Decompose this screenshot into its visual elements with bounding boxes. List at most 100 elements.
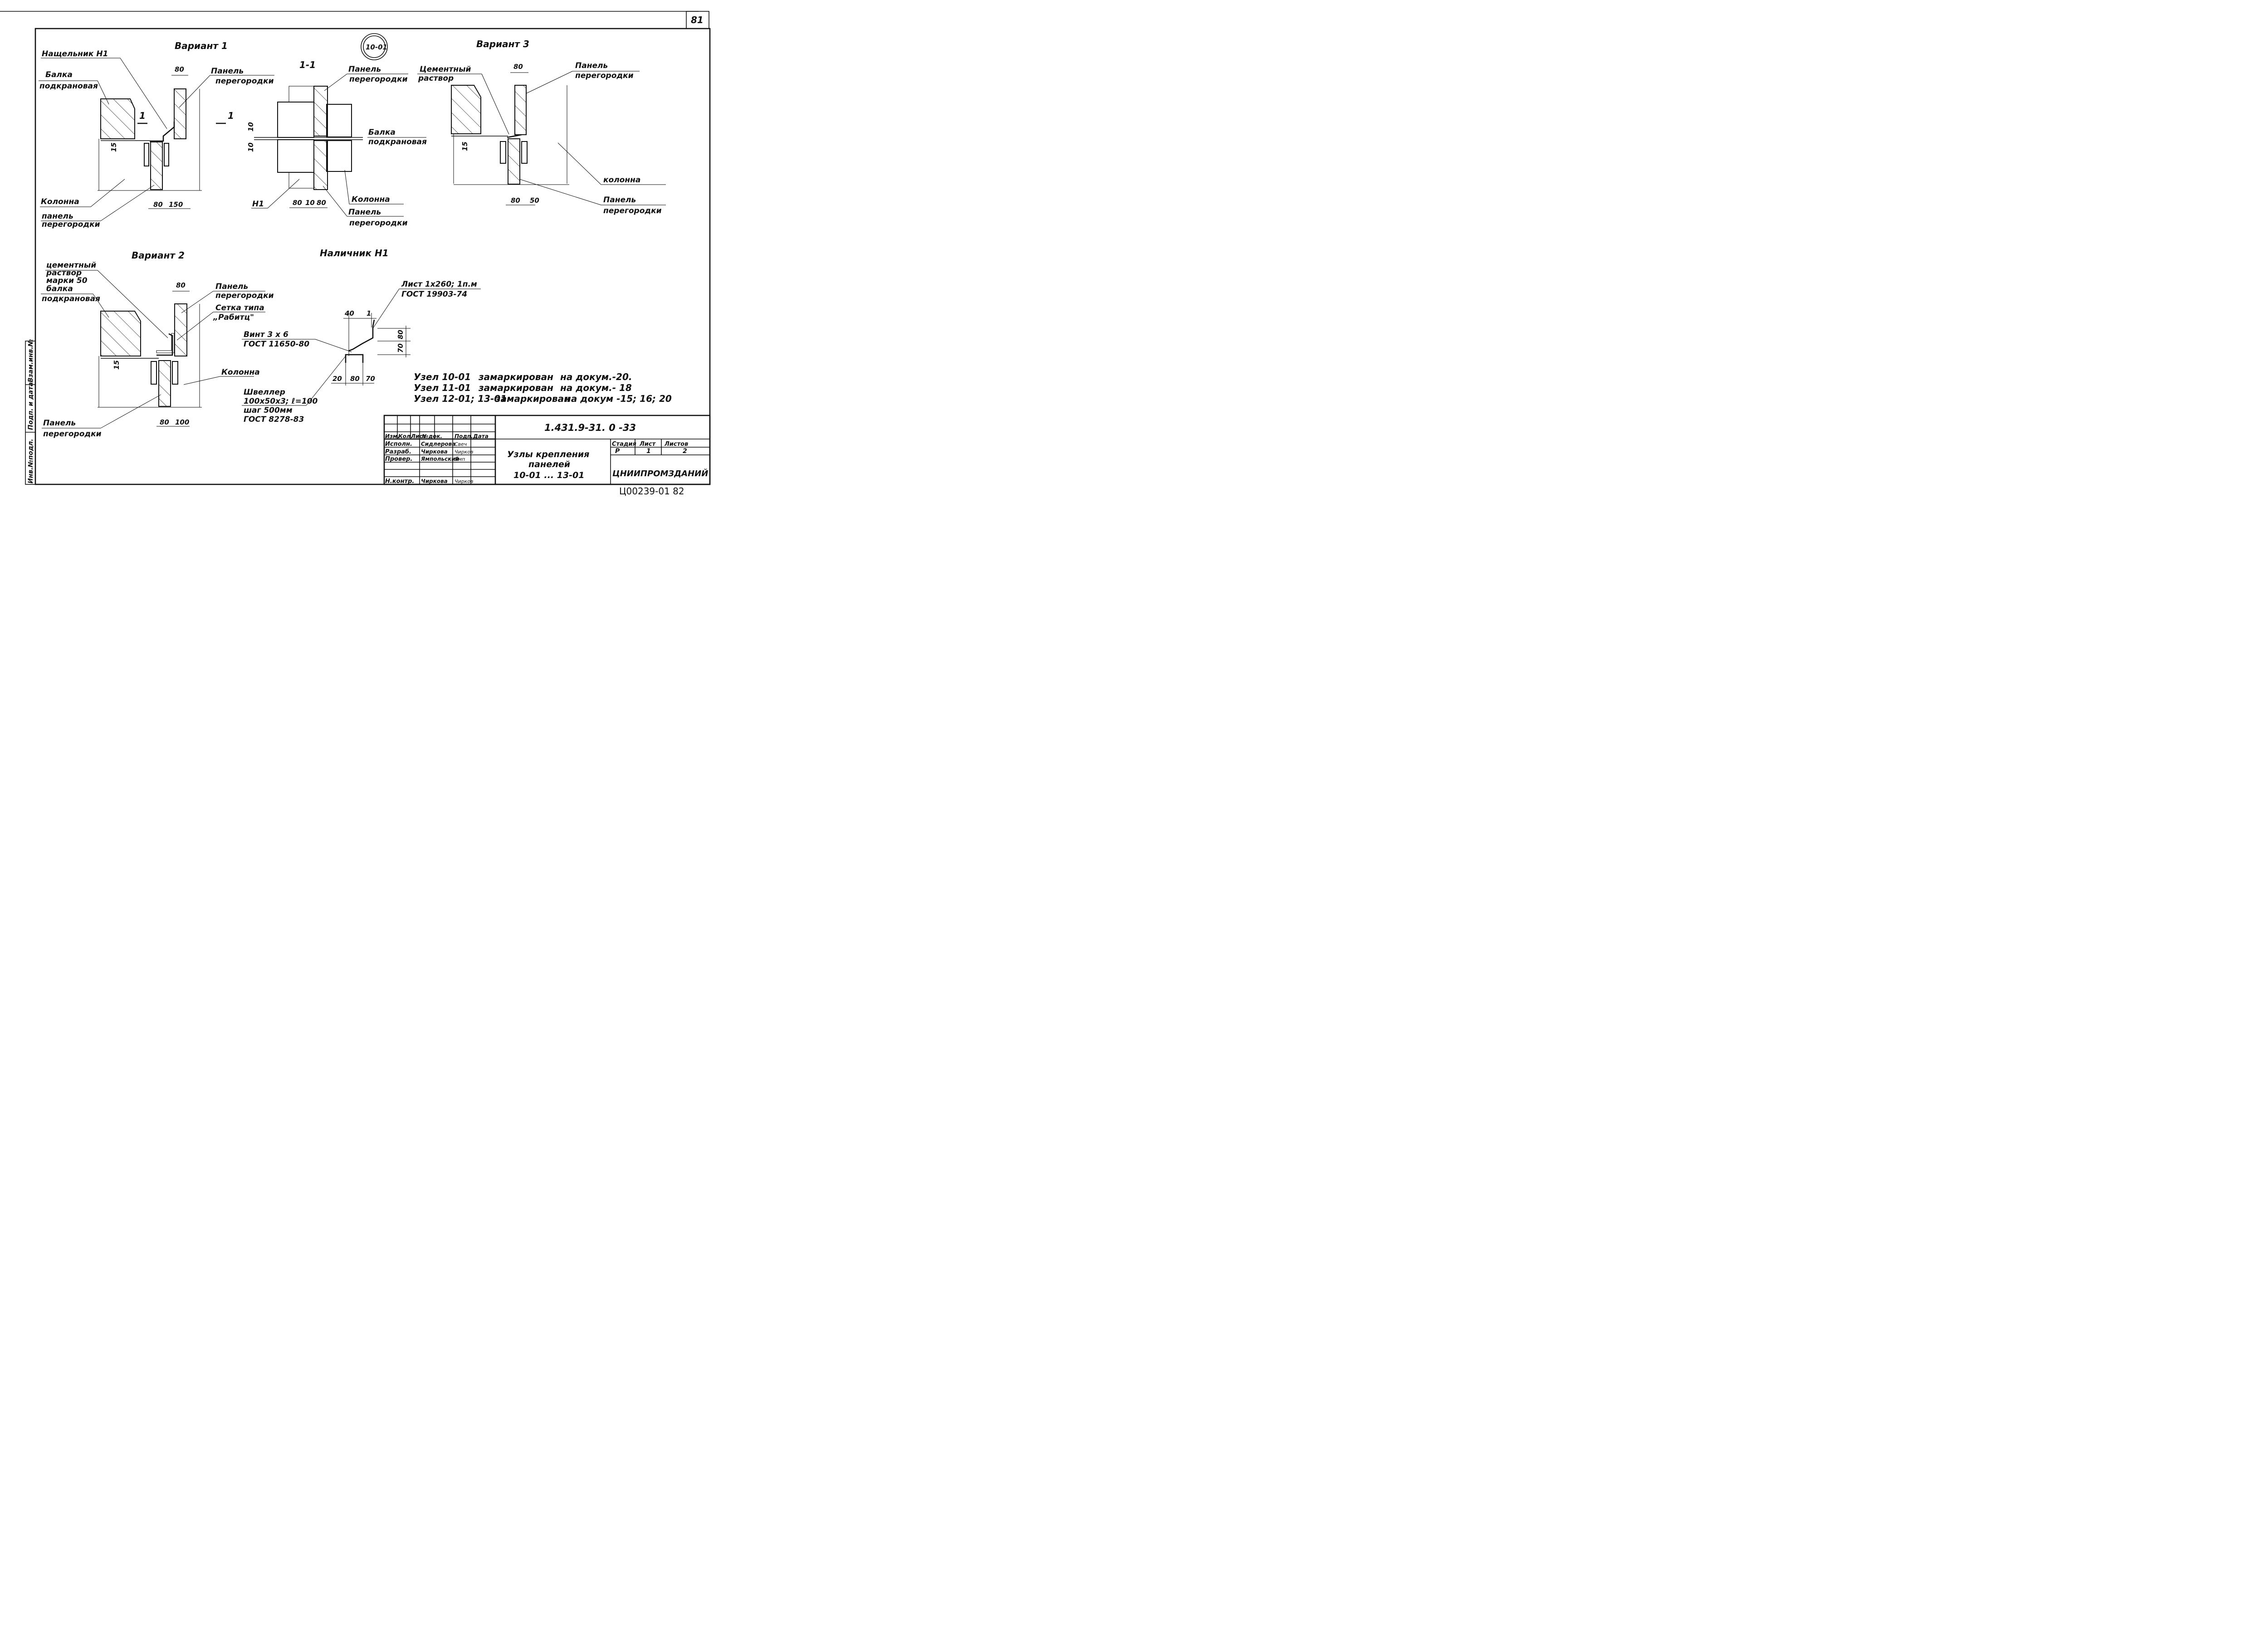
title-block-header-izm: Изм. [385,433,399,439]
variant3-detail: Вариант 3 Цементный раствор Панель перег… [417,39,666,215]
nalichnik-label-sheet: Лист 1х260; 1п.м [401,280,477,289]
variant2-dim-gap: 15 [112,360,121,370]
note-status-3: замаркирован [495,393,570,404]
variant2-label-panel-bottom2: перегородки [43,429,102,439]
side-stamp-inv: Инв.№подл. [27,439,34,483]
variant2-label-mortar3: марки 50 [46,276,88,285]
variant1-section-marker-left: 1 [139,110,146,121]
note-status-1: замаркирован [478,371,553,382]
variant3-label-mortar: Цементный [420,65,471,74]
title-block-name-line-2: панелей [528,459,570,469]
node-mark: 10-01 [361,33,388,60]
side-stamp-sign: Подп. и дата [27,382,34,430]
title-block-sign-2: Чирков [455,449,474,455]
title-block-header-kol: Кол. [398,433,412,439]
note-doc-2: на докум.- 18 [560,382,632,393]
nalichnik-dim-40: 40 [344,309,354,317]
node-mark-label: 10-01 [366,43,387,51]
section-label-column: Колонна [352,195,390,204]
variant1-label-beam2: подкрановая [39,82,98,91]
section-dim-10c: 10 [305,199,315,207]
note-node-1: Узел 10-01 [414,371,471,382]
section-label-panel2: перегородки [349,75,408,84]
nalichnik-detail: Наличник Н1 Лист 1х260; 1п.м ГОСТ 19903-… [242,248,481,424]
title-block-role-1: Исполн. [385,441,412,448]
nalichnik-dim-80v: 80 [396,330,405,339]
variant2-dim-panel: 80 [160,418,169,426]
note-status-2: замаркирован [478,382,553,393]
variant2-label-mesh2: „Рабитц" [213,313,254,322]
variant2-dim-top: 80 [176,281,186,289]
variant1-label-panel-bottom: панель [42,212,73,221]
variant3-title: Вариант 3 [476,39,529,49]
variant2-label-panel: Панель [215,282,248,291]
note-doc-1: на докум.-20. [560,371,632,382]
section-dim-10b: 10 [247,142,255,152]
nalichnik-title: Наличник Н1 [320,248,389,259]
title-block-org: ЦНИИПРОМЗДАНИЙ [612,469,708,478]
variant1-dim-top: 80 [175,65,184,73]
variant2-label-mesh: Сетка типа [215,303,264,312]
variant2-label-column: Колонна [221,368,260,377]
title-block-role-3: Провер. [385,456,412,463]
title-block-sign-4: Чирков [455,478,474,484]
section-label-panel: Панель [348,65,381,74]
variant2-label-panel-bottom: Панель [43,419,76,428]
title-block-sign-3: Ямп [454,456,465,462]
variant2-label-beam2: подкрановая [42,294,100,303]
nalichnik-dim-70v: 70 [396,343,405,353]
section-title: 1-1 [299,59,316,70]
title-block-header-sign: Подп. [455,433,473,439]
title-block-header-list: Лист [411,433,426,439]
title-block: 1.431.9-31. 0 -33 Изм. Кол. Лист №док. П… [383,415,711,485]
variant1-detail: Вариант 1 Нащельник Н1 Балка подкрановая… [39,40,274,229]
title-block-name-3: Ямпольский [420,456,459,462]
section-label-panel-bottom: Панель [348,208,381,217]
variant1-section-marker-right: 1 [228,110,234,121]
section-label-panel-bottom2: перегородки [349,219,408,228]
title-block-name-line-1: Узлы крепления [507,449,589,459]
variant3-label-mortar2: раствор [418,74,454,83]
nalichnik-dim-20: 20 [332,375,342,383]
nalichnik-dim-80h: 80 [350,375,360,383]
variant2-label-panel2: перегородки [215,291,274,300]
side-stamp: Инв.№подл. Подп. и дата Взам.инв.№ [25,339,36,485]
title-block-name-1: Сидлерова [421,441,455,447]
variant2-title: Вариант 2 [132,250,185,261]
variant3-dim-top: 80 [513,63,523,71]
variant2-label-beam: балка [46,284,73,293]
variant1-label-beam: Балка [45,70,73,79]
page-number: 81 [691,15,704,25]
nalichnik-label-screw-gost: ГОСТ 11650-80 [244,340,309,349]
title-block-sheets-label: Листов [664,441,688,448]
note-node-3: Узел 12-01; 13-01 [414,393,507,404]
nalichnik-label-channel-step: шаг 500мм [244,406,293,415]
variant1-dim-panel: 80 [153,200,163,209]
variant3-label-panel: Панель [575,61,608,70]
sheet-frame: 81 Ц00239-01 82 [0,11,711,497]
archive-stamp: Ц00239-01 82 [619,486,684,497]
variant3-label-panel-bottom: Панель [603,195,636,205]
variant2-detail: Вариант 2 цементный раствор марки 50 бал… [41,250,274,439]
nalichnik-label-channel-size: 100х50х3; ℓ=100 [244,397,318,406]
title-block-header-date: Дата [473,433,489,439]
section-dim-80a: 80 [293,199,302,207]
variant2-label-mortar2: раствор [46,268,82,278]
title-block-sheet: 1 [646,448,651,455]
variant3-dim-panel: 80 [511,196,520,205]
variant1-dim-col: 150 [169,200,183,209]
variant2-label-mortar: цементный [46,261,96,270]
variant3-label-panel-bottom2: перегородки [603,206,662,215]
variant1-label-panel: Панель [211,67,244,76]
side-stamp-replace: Взам.инв.№ [27,339,34,382]
note-doc-3: на докум -15; 16; 20 [565,393,672,404]
section-label-beam: Балка [368,128,396,137]
variant1-label-nashchelnik: Нащельник Н1 [42,49,108,59]
nalichnik-label-screw: Винт 3 х 6 [244,330,288,339]
notes-block: Узел 10-01 замаркирован на докум.-20. Уз… [414,371,672,404]
title-block-stage-label: Стадия [612,441,636,448]
section-label-n1: Н1 [252,200,264,209]
nalichnik-dim-1: 1 [367,309,371,317]
note-node-2: Узел 11-01 [414,382,471,393]
section-dim-80b: 80 [317,199,326,207]
